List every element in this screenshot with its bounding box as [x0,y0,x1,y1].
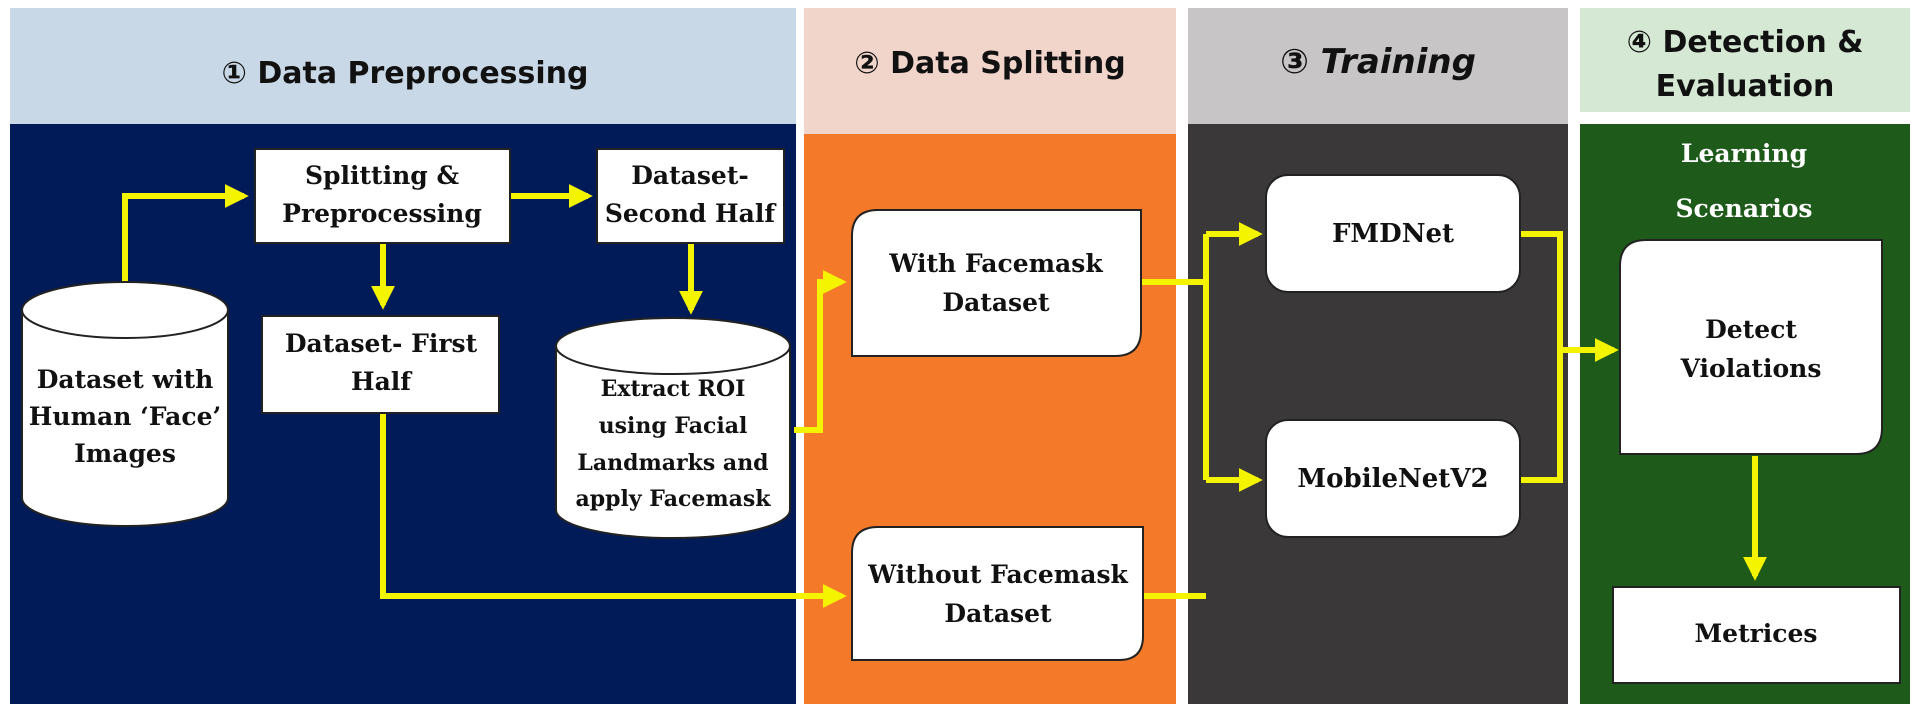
node-dataset-first-half-line2: Half [351,367,413,396]
node-dataset-face-images-line2: Human ‘Face’ [29,402,221,431]
learning-scenarios-line1: Learning [1681,139,1807,168]
arrow-first-half-to-without-facemask [380,414,847,608]
node-dataset-second-half-line2: Second Half [605,199,778,228]
node-mobilenetv2-label: MobileNetV2 [1297,464,1488,494]
learning-scenarios-line2: Scenarios [1676,194,1813,223]
node-extract-roi-line4: apply Facemask [575,486,771,512]
section-header-detection [1580,8,1910,112]
node-with-facemask-dataset: With Facemask Dataset [851,209,1142,357]
section-header-training [1188,8,1568,124]
section-title-preprocessing: ① Data Preprocessing [222,56,589,91]
section-header-splitting [804,8,1176,134]
arrow-roi-to-with-facemask [794,270,847,433]
connectors [122,184,1767,608]
node-detect-violations-line1: Detect [1705,315,1797,344]
node-splitting-preprocessing-line1: Splitting & [305,161,459,190]
node-with-facemask-line1: With Facemask [888,249,1103,278]
section-title-splitting: ② Data Splitting [854,46,1125,81]
section-training: ③ Training [1188,8,1568,704]
node-splitting-preprocessing-line2: Preprocessing [282,199,482,228]
node-extract-roi-line3: Landmarks and [577,450,768,476]
node-splitting-preprocessing: Splitting & Preprocessing [254,148,511,244]
node-learning-scenarios: Learning Scenarios [1676,139,1813,223]
node-extract-roi-line2: using Facial [599,413,748,439]
node-dataset-second-half: Dataset- Second Half [596,148,785,244]
section-title-detection-line2: Evaluation [1656,69,1835,104]
node-without-facemask-line1: Without Facemask [867,560,1128,589]
arrow-fmdnet-out [1521,231,1563,350]
node-detect-violations-line2: Violations [1680,354,1822,383]
node-dataset-first-half: Dataset- First Half [261,315,500,414]
node-dataset-face-images: Dataset with Human ‘Face’ Images [21,281,229,527]
node-dataset-first-half-line1: Dataset- First [285,329,478,358]
node-fmdnet: FMDNet [1265,174,1521,293]
section-title-training: ③ Training [1280,42,1476,82]
arrow-mobilenet-out [1521,350,1563,483]
node-without-facemask-line2: Dataset [944,599,1052,628]
node-dataset-face-images-line3: Images [74,439,176,468]
node-mobilenetv2: MobileNetV2 [1265,419,1521,538]
node-dataset-face-images-line1: Dataset with [37,365,214,394]
node-with-facemask-line2: Dataset [942,288,1050,317]
node-extract-roi: Extract ROI using Facial Landmarks and a… [555,317,791,539]
node-dataset-second-half-line1: Dataset- [631,161,749,190]
node-metrices: Metrices [1612,586,1901,684]
node-fmdnet-label: FMDNet [1332,219,1454,249]
arrow-dataset-to-splitting [122,184,249,282]
node-without-facemask-dataset: Without Facemask Dataset [851,526,1144,661]
section-header-preprocessing [10,8,796,124]
node-detect-violations: Detect Violations [1619,239,1883,455]
node-extract-roi-line1: Extract ROI [601,376,746,402]
section-title-detection-line1: ④ Detection & [1627,25,1864,60]
node-metrices-label: Metrices [1695,619,1818,648]
